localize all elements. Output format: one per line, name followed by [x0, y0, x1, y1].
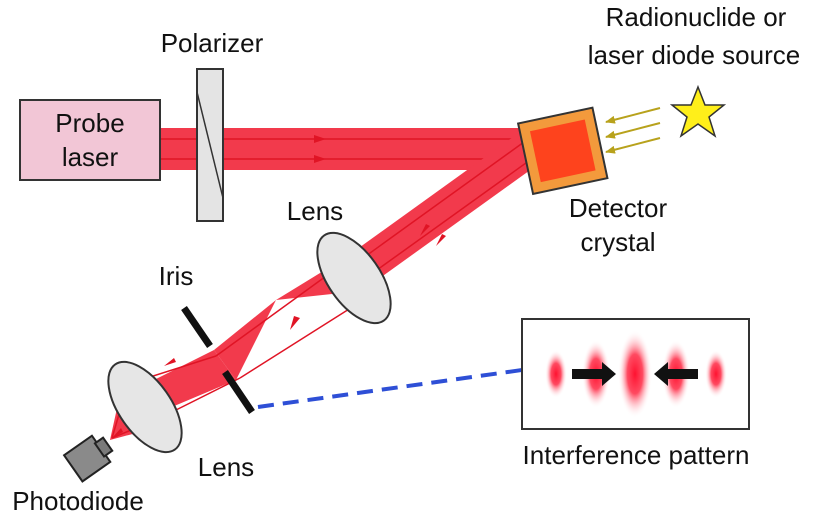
- fringe-arrow-right: [572, 362, 616, 386]
- polarizer-label: Polarizer: [161, 28, 264, 58]
- iris-blade-upper: [181, 306, 213, 348]
- photodiode-label: Photodiode: [12, 486, 144, 516]
- beam-arrow: [314, 155, 326, 163]
- fringe: [545, 350, 567, 398]
- probe-laser-label-1: Probe: [55, 108, 124, 138]
- beam-arrow: [164, 358, 176, 366]
- lens-upper: [316, 231, 392, 325]
- pattern-link-dashed: [257, 368, 523, 409]
- polarizer-diagonal: [196, 91, 224, 199]
- fringe: [705, 350, 727, 398]
- lens-lower-label: Lens: [198, 452, 254, 482]
- beam-arrow: [290, 316, 300, 330]
- probe-beam-diagonal: [342, 132, 558, 278]
- fringe: [618, 330, 652, 418]
- interference-pattern-label: Interference pattern: [523, 440, 750, 470]
- source-arrow: [605, 107, 661, 124]
- fringe-arrow-left: [654, 362, 698, 386]
- source-arrow: [605, 137, 661, 154]
- source-label-1: Radionuclide or: [606, 2, 787, 32]
- photodiode: [62, 434, 114, 483]
- detector-label-2: crystal: [580, 227, 655, 257]
- beam-ray: [351, 141, 525, 267]
- beam-ray: [215, 265, 341, 357]
- beam-arrow: [420, 224, 430, 236]
- lens-upper-label: Lens: [287, 196, 343, 226]
- iris-label: Iris: [159, 261, 194, 291]
- detector-crystal: [516, 106, 609, 196]
- probe-laser-box: [19, 99, 161, 181]
- beam-arrow: [436, 234, 446, 246]
- probe-laser-label-2: laser: [62, 142, 119, 172]
- source-label-2: laser diode source: [588, 40, 800, 70]
- star-icon: [669, 84, 727, 138]
- beam-cone-lower: [214, 300, 276, 380]
- lens-lower: [107, 360, 183, 454]
- source-arrow: [605, 122, 661, 139]
- beam-arrow: [314, 135, 326, 143]
- beam-ray: [369, 149, 545, 276]
- beam-arrow: [112, 428, 123, 438]
- detector-label-1: Detector: [569, 193, 668, 223]
- iris-blade-lower: [222, 370, 255, 414]
